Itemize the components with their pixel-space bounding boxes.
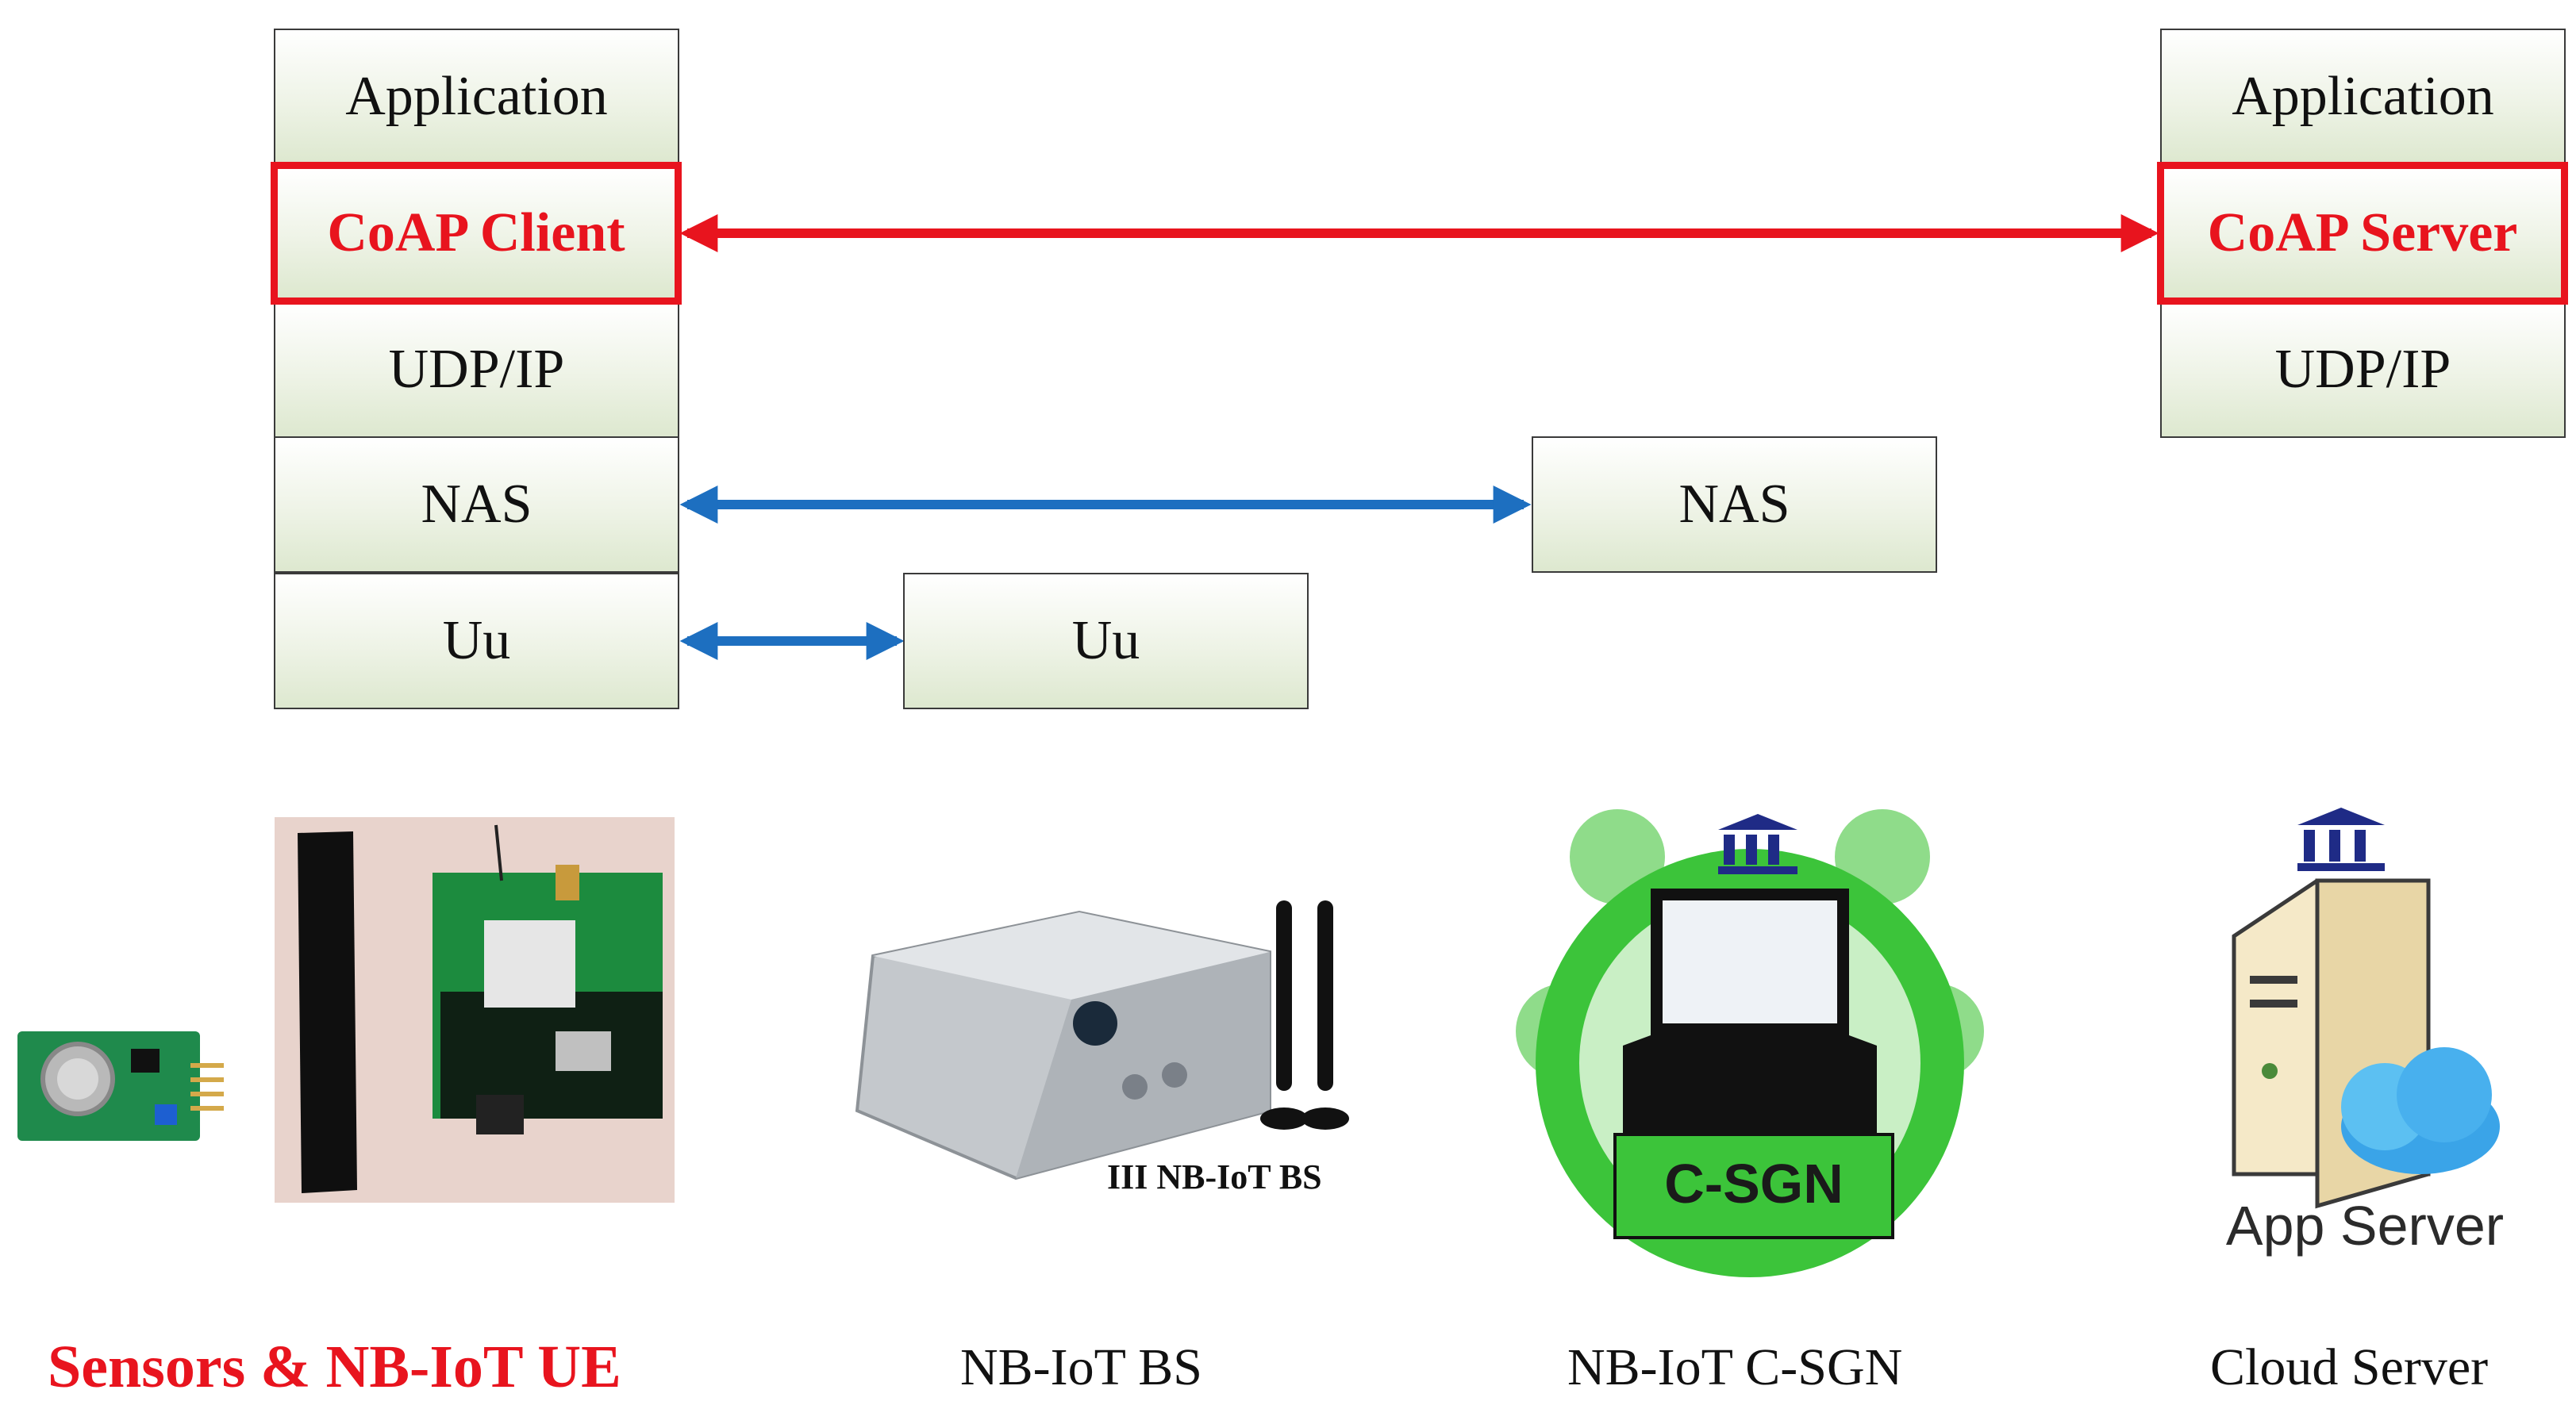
ue-nas-layer: NAS <box>274 436 679 573</box>
app-server-image-label: App Server <box>2225 1195 2505 1257</box>
ue-caption: Sensors & NB-IoT UE <box>48 1334 621 1400</box>
ue-application-layer: Application <box>274 29 679 165</box>
bs-caption: NB-IoT BS <box>960 1338 1202 1396</box>
ue-udp-layer: UDP/IP <box>274 301 679 438</box>
base-station-image-label: III NB-IoT BS <box>1107 1157 1322 1196</box>
csgn-image-label: C-SGN <box>1664 1153 1844 1215</box>
server-coap-server-layer: CoAP Server <box>2157 162 2568 305</box>
server-udp-layer: UDP/IP <box>2160 301 2566 438</box>
bs-uu-layer: Uu <box>903 573 1309 709</box>
server-application-layer: Application <box>2160 29 2566 165</box>
ue-coap-client-layer: CoAP Client <box>271 162 682 305</box>
csgn-caption: NB-IoT C-SGN <box>1567 1338 1903 1396</box>
ue-uu-layer: Uu <box>274 573 679 709</box>
csgn-nas-layer: NAS <box>1532 436 1937 573</box>
cloud-caption: Cloud Server <box>2210 1338 2489 1396</box>
